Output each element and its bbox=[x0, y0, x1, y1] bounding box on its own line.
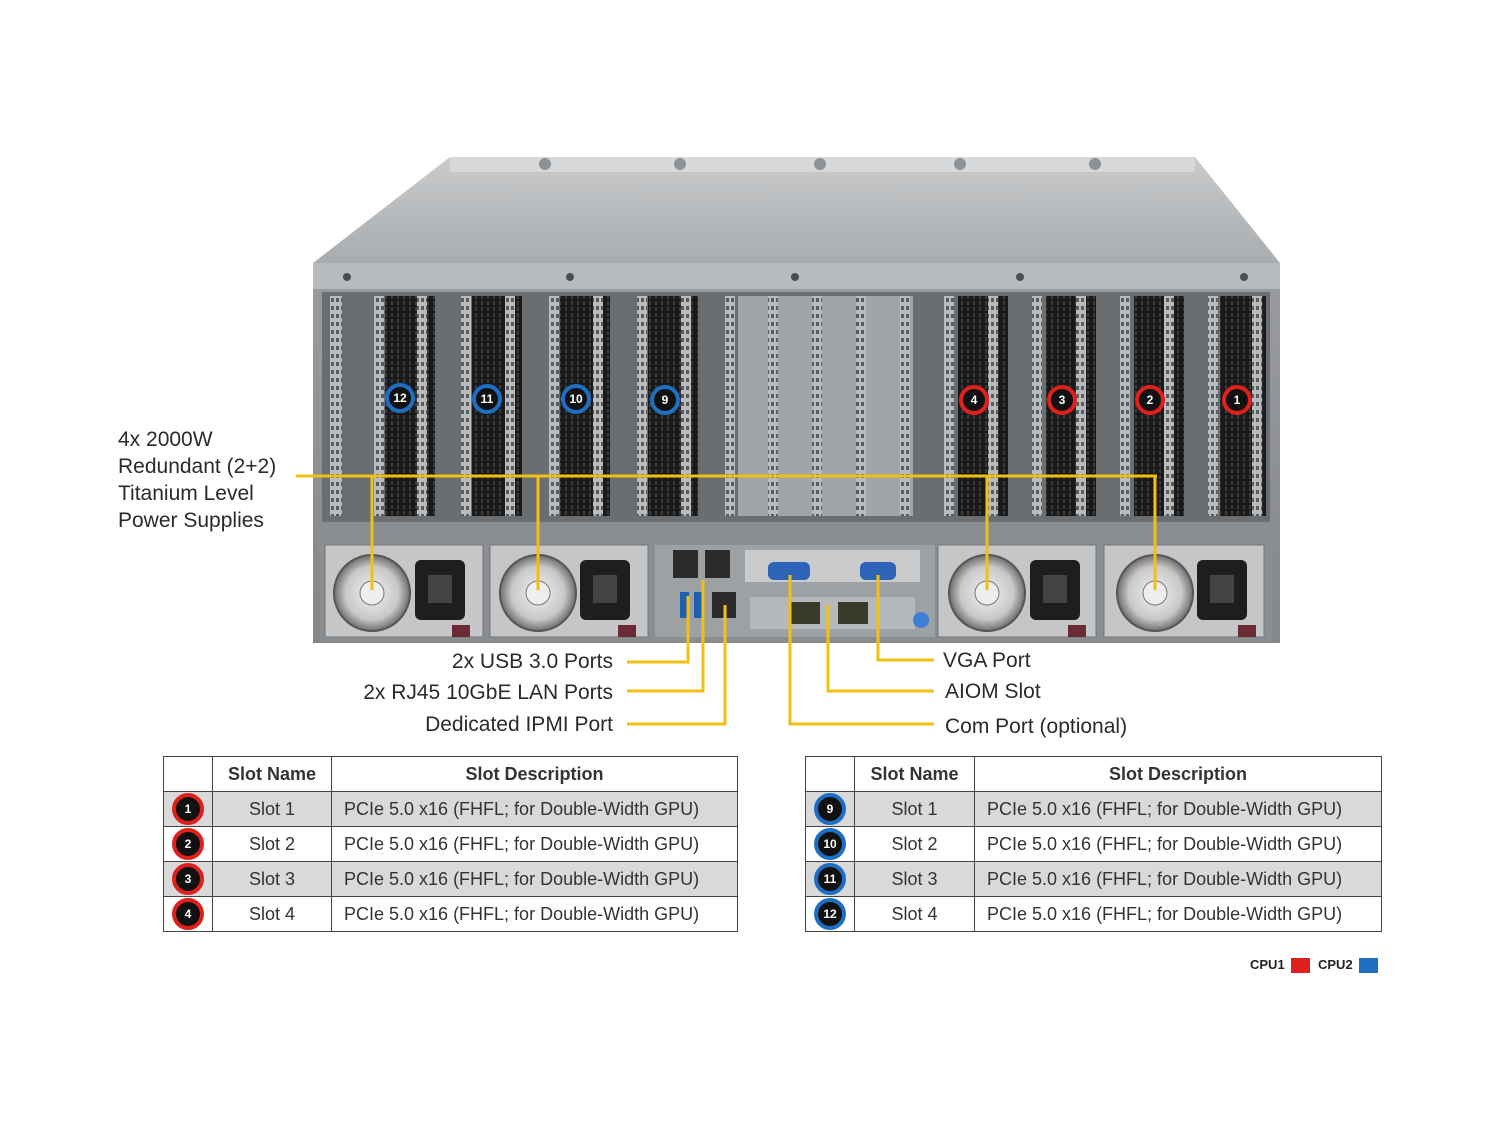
legend-cpu2-label: CPU2 bbox=[1318, 957, 1353, 972]
slot-badge-11: 11 bbox=[472, 384, 502, 414]
psu-callout-label: 4x 2000W Redundant (2+2) Titanium Level … bbox=[118, 426, 276, 534]
slot-description: PCIe 5.0 x16 (FHFL; for Double-Width GPU… bbox=[331, 826, 738, 862]
header-slot-name: Slot Name bbox=[854, 756, 975, 792]
table-row: 11 Slot 3 PCIe 5.0 x16 (FHFL; for Double… bbox=[805, 861, 1382, 897]
table-header-row: Slot Name Slot Description bbox=[163, 756, 738, 792]
slot-description: PCIe 5.0 x16 (FHFL; for Double-Width GPU… bbox=[974, 826, 1382, 862]
cpu-legend: CPU1 CPU2 bbox=[1250, 957, 1380, 977]
table-header-row: Slot Name Slot Description bbox=[805, 756, 1382, 792]
slot-name: Slot 3 bbox=[854, 861, 975, 897]
slot-description: PCIe 5.0 x16 (FHFL; for Double-Width GPU… bbox=[331, 896, 738, 932]
slot-badge-10: 10 bbox=[561, 384, 591, 414]
slot-badge: 3 bbox=[172, 863, 204, 895]
slot-badge: 11 bbox=[814, 863, 846, 895]
table-row: 2 Slot 2 PCIe 5.0 x16 (FHFL; for Double-… bbox=[163, 826, 738, 862]
table-row: 4 Slot 4 PCIe 5.0 x16 (FHFL; for Double-… bbox=[163, 896, 738, 932]
slot-name: Slot 4 bbox=[854, 896, 975, 932]
header-slot-description: Slot Description bbox=[974, 756, 1382, 792]
callout-lines bbox=[296, 474, 1157, 726]
ipmi-callout-label: Dedicated IPMI Port bbox=[425, 713, 613, 736]
slot-name: Slot 1 bbox=[212, 791, 332, 827]
slot-name: Slot 1 bbox=[854, 791, 975, 827]
psu-label-line-2: Redundant (2+2) bbox=[118, 455, 277, 478]
header-slot-name: Slot Name bbox=[212, 756, 332, 792]
slot-description: PCIe 5.0 x16 (FHFL; for Double-Width GPU… bbox=[974, 896, 1382, 932]
com-callout-label: Com Port (optional) bbox=[945, 715, 1128, 738]
slot-badge: 10 bbox=[814, 828, 846, 860]
slot-description: PCIe 5.0 x16 (FHFL; for Double-Width GPU… bbox=[331, 861, 738, 897]
table-row: 12 Slot 4 PCIe 5.0 x16 (FHFL; for Double… bbox=[805, 896, 1382, 932]
slot-badge-9: 9 bbox=[650, 385, 680, 415]
slot-badge-4: 4 bbox=[959, 385, 989, 415]
slot-badge-12: 12 bbox=[385, 383, 415, 413]
header-badge bbox=[805, 756, 855, 792]
slot-description: PCIe 5.0 x16 (FHFL; for Double-Width GPU… bbox=[974, 791, 1382, 827]
slot-badge-3: 3 bbox=[1047, 385, 1077, 415]
chassis-top bbox=[313, 157, 1280, 263]
slot-badge: 1 bbox=[172, 793, 204, 825]
legend-cpu2-swatch bbox=[1359, 958, 1378, 973]
slot-badge: 4 bbox=[172, 898, 204, 930]
table-row: 10 Slot 2 PCIe 5.0 x16 (FHFL; for Double… bbox=[805, 826, 1382, 862]
cpu2-slot-table: Slot Name Slot Description 9 Slot 1 PCIe… bbox=[805, 756, 1382, 932]
table-row: 1 Slot 1 PCIe 5.0 x16 (FHFL; for Double-… bbox=[163, 791, 738, 827]
slot-badge-1: 1 bbox=[1222, 385, 1252, 415]
psu-label-line-4: Power Supplies bbox=[118, 509, 264, 532]
slot-name: Slot 3 bbox=[212, 861, 332, 897]
slot-name: Slot 4 bbox=[212, 896, 332, 932]
table-row: 3 Slot 3 PCIe 5.0 x16 (FHFL; for Double-… bbox=[163, 861, 738, 897]
header-badge bbox=[163, 756, 213, 792]
slot-badge-2: 2 bbox=[1135, 385, 1165, 415]
legend-cpu1-label: CPU1 bbox=[1250, 957, 1285, 972]
vga-callout-label: VGA Port bbox=[943, 649, 1031, 672]
slot-badge: 9 bbox=[814, 793, 846, 825]
legend-cpu1-swatch bbox=[1291, 958, 1310, 973]
psu-label-line-3: Titanium Level bbox=[118, 482, 254, 505]
usb-callout-label: 2x USB 3.0 Ports bbox=[451, 650, 613, 673]
slot-badge: 12 bbox=[814, 898, 846, 930]
lan-callout-label: 2x RJ45 10GbE LAN Ports bbox=[363, 681, 613, 704]
table-row: 9 Slot 1 PCIe 5.0 x16 (FHFL; for Double-… bbox=[805, 791, 1382, 827]
slot-description: PCIe 5.0 x16 (FHFL; for Double-Width GPU… bbox=[331, 791, 738, 827]
slot-badge: 2 bbox=[172, 828, 204, 860]
aiom-callout-label: AIOM Slot bbox=[945, 680, 1041, 703]
cpu1-slot-table: Slot Name Slot Description 1 Slot 1 PCIe… bbox=[163, 756, 738, 932]
slot-name: Slot 2 bbox=[212, 826, 332, 862]
psu-label-line-1: 4x 2000W bbox=[118, 428, 213, 451]
slot-description: PCIe 5.0 x16 (FHFL; for Double-Width GPU… bbox=[974, 861, 1382, 897]
header-slot-description: Slot Description bbox=[331, 756, 738, 792]
slot-name: Slot 2 bbox=[854, 826, 975, 862]
